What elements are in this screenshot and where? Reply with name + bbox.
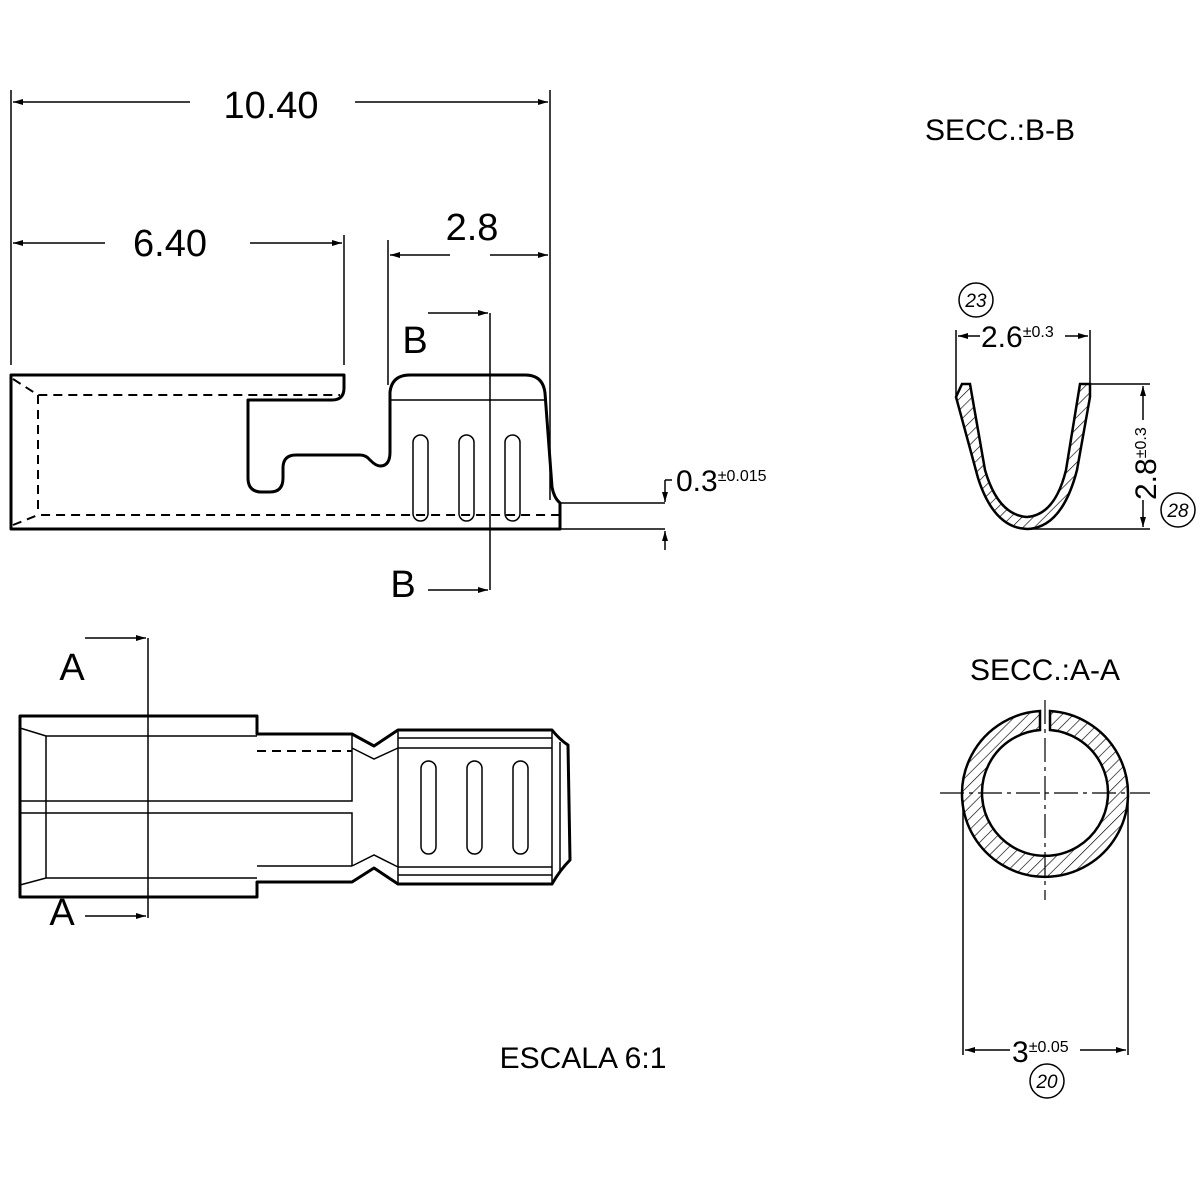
balloon-23: 23 <box>964 291 987 312</box>
section-bb: SECC.:B-B 2.6±0.3 23 2.8±0.3 28 <box>925 114 1196 531</box>
section-marker-a-bottom: A <box>49 892 75 934</box>
dim-tab-length: 6.40 <box>133 223 207 265</box>
dim-bb-width: 2.6±0.3 <box>981 321 1054 354</box>
dim-bb-height: 2.8±0.3 <box>1130 427 1163 500</box>
dim-thickness: 0.3±0.015 <box>676 465 767 498</box>
top-view: A A <box>18 635 572 934</box>
section-aa-title: SECC.:A-A <box>970 654 1120 687</box>
balloon-20: 20 <box>1035 1072 1058 1093</box>
section-aa: SECC.:A-A 3±0.05 20 <box>940 654 1150 1099</box>
side-view-dimensions: 10.40 6.40 2.8 0.3±0.015 B B <box>10 85 767 606</box>
dim-aa-diameter: 3±0.05 <box>1012 1036 1069 1069</box>
scale-label: ESCALA 6:1 <box>500 1042 667 1075</box>
dim-crimp-length: 2.8 <box>446 207 499 249</box>
side-view <box>9 373 665 531</box>
dim-overall-length: 10.40 <box>223 85 318 127</box>
section-marker-b-bottom: B <box>390 564 415 606</box>
section-marker-a-top: A <box>59 647 85 689</box>
section-bb-title: SECC.:B-B <box>925 114 1075 147</box>
balloon-28: 28 <box>1166 501 1189 522</box>
section-marker-b-top: B <box>402 320 427 362</box>
